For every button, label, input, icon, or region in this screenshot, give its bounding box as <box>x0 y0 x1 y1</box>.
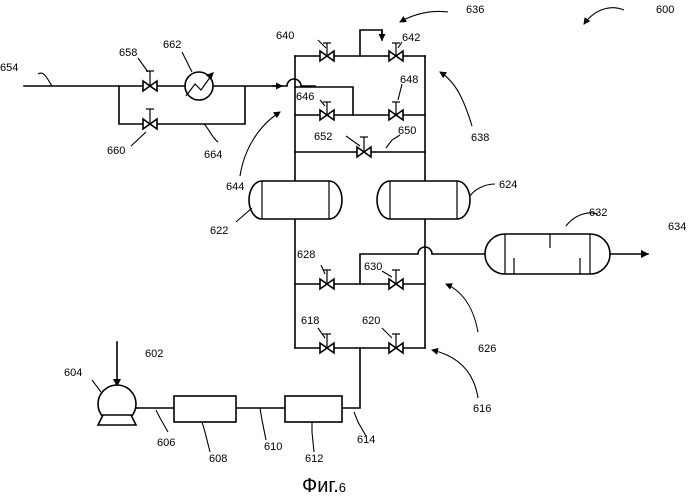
valve-628 <box>320 270 334 289</box>
leader-660 <box>131 132 146 146</box>
label-648: 648 <box>400 74 418 86</box>
valve-658 <box>143 71 157 91</box>
label-638: 638 <box>471 132 489 144</box>
label-602: 602 <box>145 348 163 360</box>
valve-640 <box>320 43 334 61</box>
label-646: 646 <box>296 91 314 103</box>
label-660: 660 <box>107 145 125 157</box>
leader-658 <box>138 58 148 72</box>
leader-622 <box>236 208 252 222</box>
label-634: 634 <box>668 221 686 233</box>
leader-636 <box>400 11 448 22</box>
leader-620 <box>382 328 392 338</box>
leader-600 <box>584 8 624 24</box>
heat-exchanger-662 <box>185 72 214 100</box>
label-642: 642 <box>402 32 420 44</box>
valve-618 <box>320 334 334 353</box>
valve-630 <box>389 270 403 289</box>
label-624: 624 <box>499 179 517 191</box>
leader-646 <box>320 100 325 106</box>
label-612: 612 <box>305 453 323 465</box>
valve-648 <box>389 102 403 120</box>
leader-612 <box>312 422 314 452</box>
label-652: 652 <box>314 131 332 143</box>
pump-604 <box>98 385 137 425</box>
top-outlet-line <box>360 30 382 56</box>
bypass-line <box>119 86 245 124</box>
label-628: 628 <box>297 249 315 261</box>
leader-606 <box>156 410 168 432</box>
label-614: 614 <box>357 434 375 446</box>
leader-lines <box>38 8 624 452</box>
figure-caption-word: Фиг. <box>302 475 339 497</box>
label-630: 630 <box>364 261 382 273</box>
leader-610 <box>260 408 266 440</box>
leader-664 <box>204 124 218 142</box>
label-664: 664 <box>204 149 222 161</box>
leader-626 <box>446 284 478 332</box>
leader-604 <box>92 380 101 392</box>
valve-642 <box>389 43 403 61</box>
leader-618 <box>318 328 325 338</box>
label-608: 608 <box>209 453 227 465</box>
label-626: 626 <box>478 343 496 355</box>
label-662: 662 <box>163 39 181 51</box>
figure-caption: Фиг.6 <box>302 475 346 497</box>
label-650: 650 <box>398 125 416 137</box>
leader-644 <box>240 112 280 176</box>
label-606: 606 <box>157 437 175 449</box>
label-618: 618 <box>301 315 319 327</box>
vessel-624 <box>377 181 470 219</box>
unit-612 <box>285 396 342 422</box>
leader-624 <box>470 184 495 196</box>
label-604: 604 <box>64 367 82 379</box>
label-636: 636 <box>466 4 484 16</box>
leader-640 <box>318 40 326 48</box>
leader-616 <box>432 350 478 398</box>
leader-662 <box>182 52 192 72</box>
label-620: 620 <box>362 315 380 327</box>
leader-652 <box>346 136 360 146</box>
figure-caption-number: 6 <box>339 480 346 495</box>
leader-630 <box>382 271 392 277</box>
label-632: 632 <box>589 207 607 219</box>
label-658: 658 <box>119 47 137 59</box>
label-610: 610 <box>264 441 282 453</box>
unit-608 <box>174 396 236 422</box>
leader-648 <box>398 84 402 100</box>
leader-654 <box>38 73 52 86</box>
valve-660 <box>143 109 157 129</box>
label-644: 644 <box>226 181 244 193</box>
valve-646 <box>320 102 334 120</box>
label-600: 600 <box>656 4 674 16</box>
inlet-line <box>24 79 315 86</box>
valve-652 <box>357 137 371 157</box>
label-640: 640 <box>276 30 294 42</box>
leader-638 <box>440 72 472 126</box>
vessel-622 <box>249 181 342 219</box>
leader-614 <box>354 412 366 436</box>
feed-riser <box>342 348 360 408</box>
separator-632 <box>485 234 610 274</box>
label-654: 654 <box>0 62 18 74</box>
leader-608 <box>202 422 210 452</box>
label-616: 616 <box>473 403 491 415</box>
label-622: 622 <box>210 225 228 237</box>
equipment <box>98 72 610 425</box>
